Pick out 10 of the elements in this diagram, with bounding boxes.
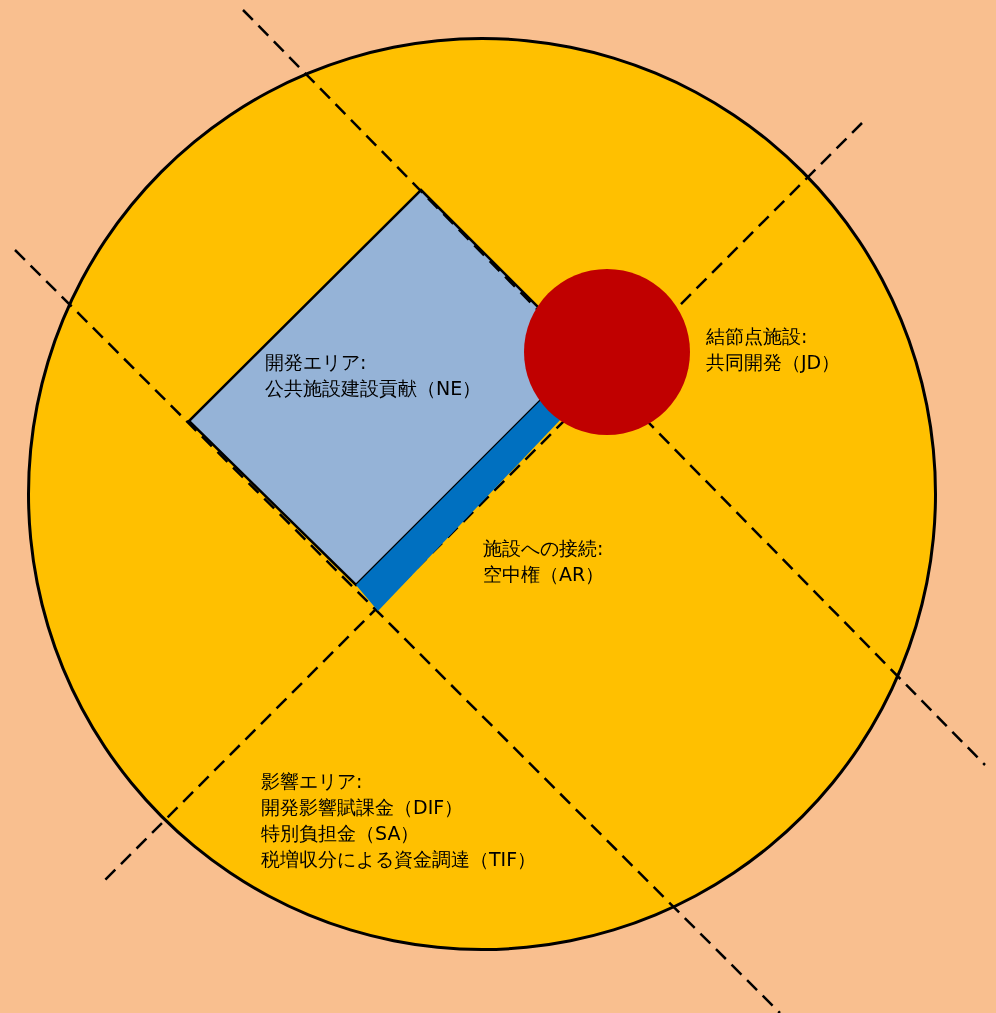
area-label: 税増収分による資金調達（TIF） xyxy=(261,847,537,872)
area-label: 結節点施設: xyxy=(706,324,809,349)
area-label: 影響エリア: xyxy=(261,769,364,794)
area-label: 共同開発（JD） xyxy=(706,350,841,375)
area-label: 特別負担金（SA） xyxy=(261,821,421,846)
area-label: 開発影響賦課金（DIF） xyxy=(261,795,465,820)
area-label: 開発エリア: xyxy=(265,350,368,375)
area-label: 公共施設建設貢献（NE） xyxy=(265,376,482,401)
area-label: 空中権（AR） xyxy=(483,562,605,587)
area-label: 施設への接続: xyxy=(483,536,605,561)
